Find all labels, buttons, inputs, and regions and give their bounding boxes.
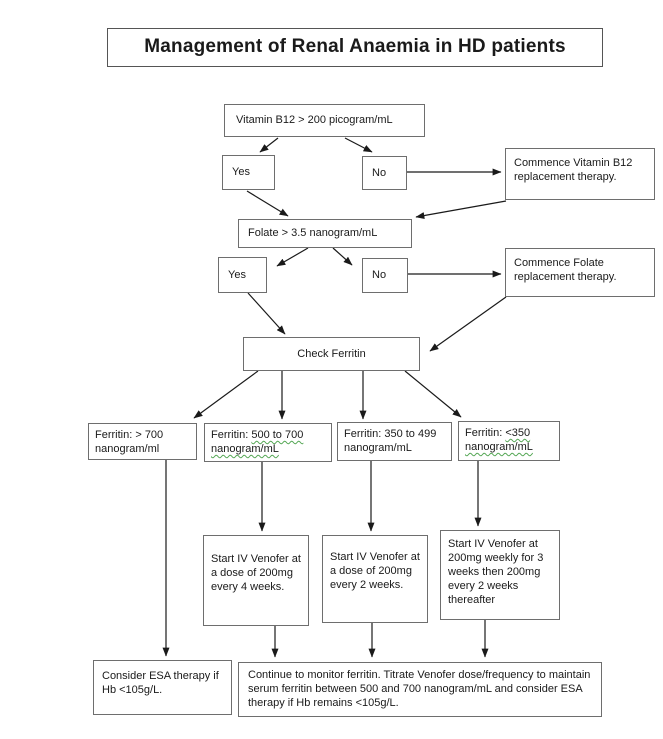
node-commence-folate-therapy: Commence Folate replacement therapy. xyxy=(505,248,655,297)
node-ferritin-over-700-text: Ferritin: > 700 nanogram/ml xyxy=(95,429,164,456)
node-folate-no-text: No xyxy=(372,269,387,282)
flowchart-title-text: Management of Renal Anaemia in HD patien… xyxy=(144,36,566,58)
node-venofer-every-2-weeks-text: Start IV Venofer at a dose of 200mg ever… xyxy=(330,551,420,592)
node-b12-yes: Yes xyxy=(222,155,275,190)
node-venofer-every-4-weeks-text: Start IV Venofer at a dose of 200mg ever… xyxy=(211,553,301,594)
node-commence-folate-therapy-text: Commence Folate replacement therapy. xyxy=(514,257,617,284)
flowchart-title: Management of Renal Anaemia in HD patien… xyxy=(107,28,603,67)
node-consider-esa-therapy: Consider ESA therapy if Hb <105g/L. xyxy=(93,660,232,715)
node-monitor-ferritin: Continue to monitor ferritin. Titrate Ve… xyxy=(238,662,602,717)
node-ferritin-350-to-499-text: Ferritin: 350 to 499 nanogram/mL xyxy=(344,428,437,455)
node-folate-yes: Yes xyxy=(218,257,267,293)
node-folate-check-text: Folate > 3.5 nanogram/mL xyxy=(248,227,378,240)
node-commence-b12-therapy: Commence Vitamin B12 replacement therapy… xyxy=(505,148,655,200)
node-ferritin-under-350-prefix: Ferritin: xyxy=(465,427,506,439)
node-venofer-weekly: Start IV Venofer at 200mg weekly for 3 w… xyxy=(440,530,560,620)
node-ferritin-500-to-700: Ferritin: 500 to 700 nanogram/mL xyxy=(204,423,332,462)
node-vitamin-b12-check: Vitamin B12 > 200 picogram/mL xyxy=(224,104,425,137)
node-monitor-ferritin-text: Continue to monitor ferritin. Titrate Ve… xyxy=(248,669,591,710)
node-ferritin-350-to-499: Ferritin: 350 to 499 nanogram/mL xyxy=(337,422,452,461)
node-venofer-every-2-weeks: Start IV Venofer at a dose of 200mg ever… xyxy=(322,535,428,623)
node-commence-b12-therapy-text: Commence Vitamin B12 replacement therapy… xyxy=(514,157,633,184)
node-folate-check: Folate > 3.5 nanogram/mL xyxy=(238,219,412,248)
node-check-ferritin-text: Check Ferritin xyxy=(297,347,366,360)
node-venofer-weekly-text: Start IV Venofer at 200mg weekly for 3 w… xyxy=(448,538,544,607)
node-ferritin-500-to-700-prefix: Ferritin: xyxy=(211,429,252,441)
node-ferritin-over-700: Ferritin: > 700 nanogram/ml xyxy=(88,423,197,460)
node-b12-yes-text: Yes xyxy=(232,166,250,179)
node-ferritin-under-350-range: <350 nanogram/mL xyxy=(465,427,533,454)
node-folate-yes-text: Yes xyxy=(228,268,246,281)
node-b12-no-text: No xyxy=(372,166,387,179)
node-vitamin-b12-check-text: Vitamin B12 > 200 picogram/mL xyxy=(236,114,393,127)
node-check-ferritin: Check Ferritin xyxy=(243,337,420,371)
node-consider-esa-therapy-text: Consider ESA therapy if Hb <105g/L. xyxy=(102,670,219,697)
node-b12-no: No xyxy=(362,156,407,190)
node-folate-no: No xyxy=(362,258,408,293)
node-ferritin-500-to-700-range: 500 to 700 nanogram/mL xyxy=(211,429,304,456)
node-venofer-every-4-weeks: Start IV Venofer at a dose of 200mg ever… xyxy=(203,535,309,626)
node-ferritin-under-350: Ferritin: <350 nanogram/mL xyxy=(458,421,560,461)
